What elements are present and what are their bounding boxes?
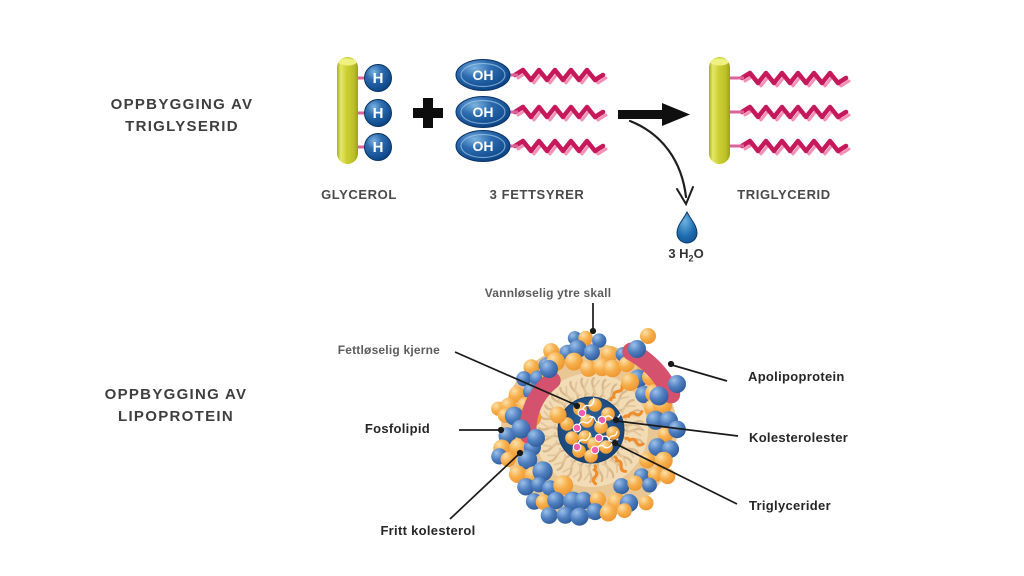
title-triglyserid-line2: TRIGLYSERID [125,118,239,135]
hydroxyl-oval [455,59,518,162]
title-lipoprotein-line2: LIPOPROTEIN [118,408,234,425]
label-apolipoprotein: Apolipoprotein [748,369,845,384]
label-triglycerides: Triglycerider [749,498,831,513]
water-droplet-icon [676,210,698,244]
ring-lipid-squiggles [591,384,645,486]
callout-lines [449,303,739,520]
plus-icon [413,98,443,128]
label-phospholipid: Fosfolipid [364,421,430,436]
lipoprotein-sphere [491,328,686,526]
reaction-arrow-icon [618,103,690,126]
label-outer-shell: Vannløselig ytre skall [484,286,612,300]
fatty-acids-group: OH OH OH [455,59,608,162]
title-triglyserid: OPPBYGGING AV TRIGLYSERID [72,94,292,138]
label-glycerol: GLYCEROL [321,187,397,202]
triglycerid-molecule [709,57,851,164]
label-cholesterol-ester: Kolesterolester [749,430,849,445]
shell-balls-over-patches [511,328,686,447]
hydrogen-symbol: H [373,105,384,122]
label-triglycerid: TRIGLYCERID [737,187,831,202]
hydroxyl-symbol: OH [473,104,494,120]
water-release-arrow [628,119,694,207]
hydroxyl-symbol: OH [473,138,494,154]
title-triglyserid-line1: OPPBYGGING AV [110,96,254,113]
hydrogen-circle [364,64,392,161]
glycerol-bar [337,57,358,164]
label-core: Fettløselig kjerne [337,343,440,357]
label-free-cholesterol: Fritt kolesterol [380,523,476,538]
glycerol-molecule: H H H [337,57,392,164]
hydroxyl-symbol: OH [473,67,494,83]
label-fatty-acids: 3 FETTSYRER [489,187,585,202]
label-water: 3 H2O [668,246,704,264]
hydrogen-symbol: H [373,70,384,87]
triglycerid-bar [709,57,730,164]
core-molecules [560,397,621,463]
hydrogen-symbol: H [373,139,384,156]
title-lipoprotein-line1: OPPBYGGING AV [104,386,248,403]
title-lipoprotein: OPPBYGGING AV LIPOPROTEIN [66,384,286,428]
